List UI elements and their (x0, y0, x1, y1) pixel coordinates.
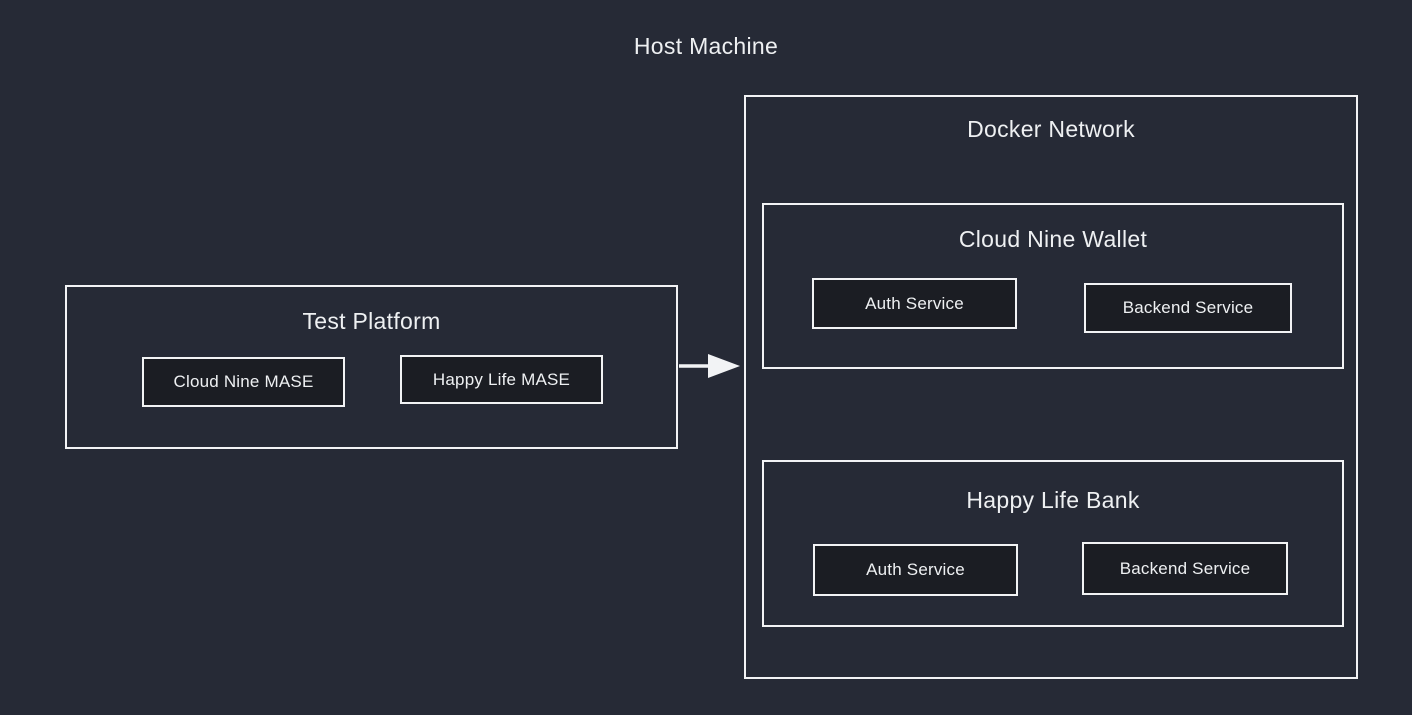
group-happy-life-bank-title: Happy Life Bank (966, 487, 1140, 513)
node-label: Auth Service (866, 560, 965, 579)
test-platform-container: Test Platform Cloud Nine MASE Happy Life… (65, 285, 678, 449)
node-label: Auth Service (865, 293, 964, 313)
node-label: Backend Service (1122, 298, 1254, 317)
group-cloud-nine-wallet-title: Cloud Nine Wallet (958, 226, 1148, 252)
docker-network-title: Docker Network (967, 116, 1135, 142)
node-bank-auth-service: Auth Service (813, 544, 1018, 596)
node-label: Backend Service (1119, 558, 1251, 578)
node-happy-life-mase: Happy Life MASE (400, 355, 603, 404)
node-cloud-nine-mase: Cloud Nine MASE (142, 357, 345, 407)
arrow-head-icon (708, 354, 740, 378)
node-wallet-backend-service: Backend Service (1084, 283, 1292, 333)
flow-arrow (679, 354, 740, 378)
test-platform-title: Test Platform (302, 308, 441, 334)
group-happy-life-bank: Happy Life Bank Auth Service Backend Ser… (762, 460, 1344, 627)
host-machine-title: Host Machine (633, 33, 779, 59)
node-label: Happy Life MASE (432, 369, 571, 389)
node-bank-backend-service: Backend Service (1082, 542, 1288, 595)
docker-network-container: Docker Network Cloud Nine Wallet Auth Se… (744, 95, 1358, 679)
node-wallet-auth-service: Auth Service (812, 278, 1017, 329)
group-cloud-nine-wallet: Cloud Nine Wallet Auth Service Backend S… (762, 203, 1344, 369)
node-label: Cloud Nine MASE (173, 372, 314, 391)
